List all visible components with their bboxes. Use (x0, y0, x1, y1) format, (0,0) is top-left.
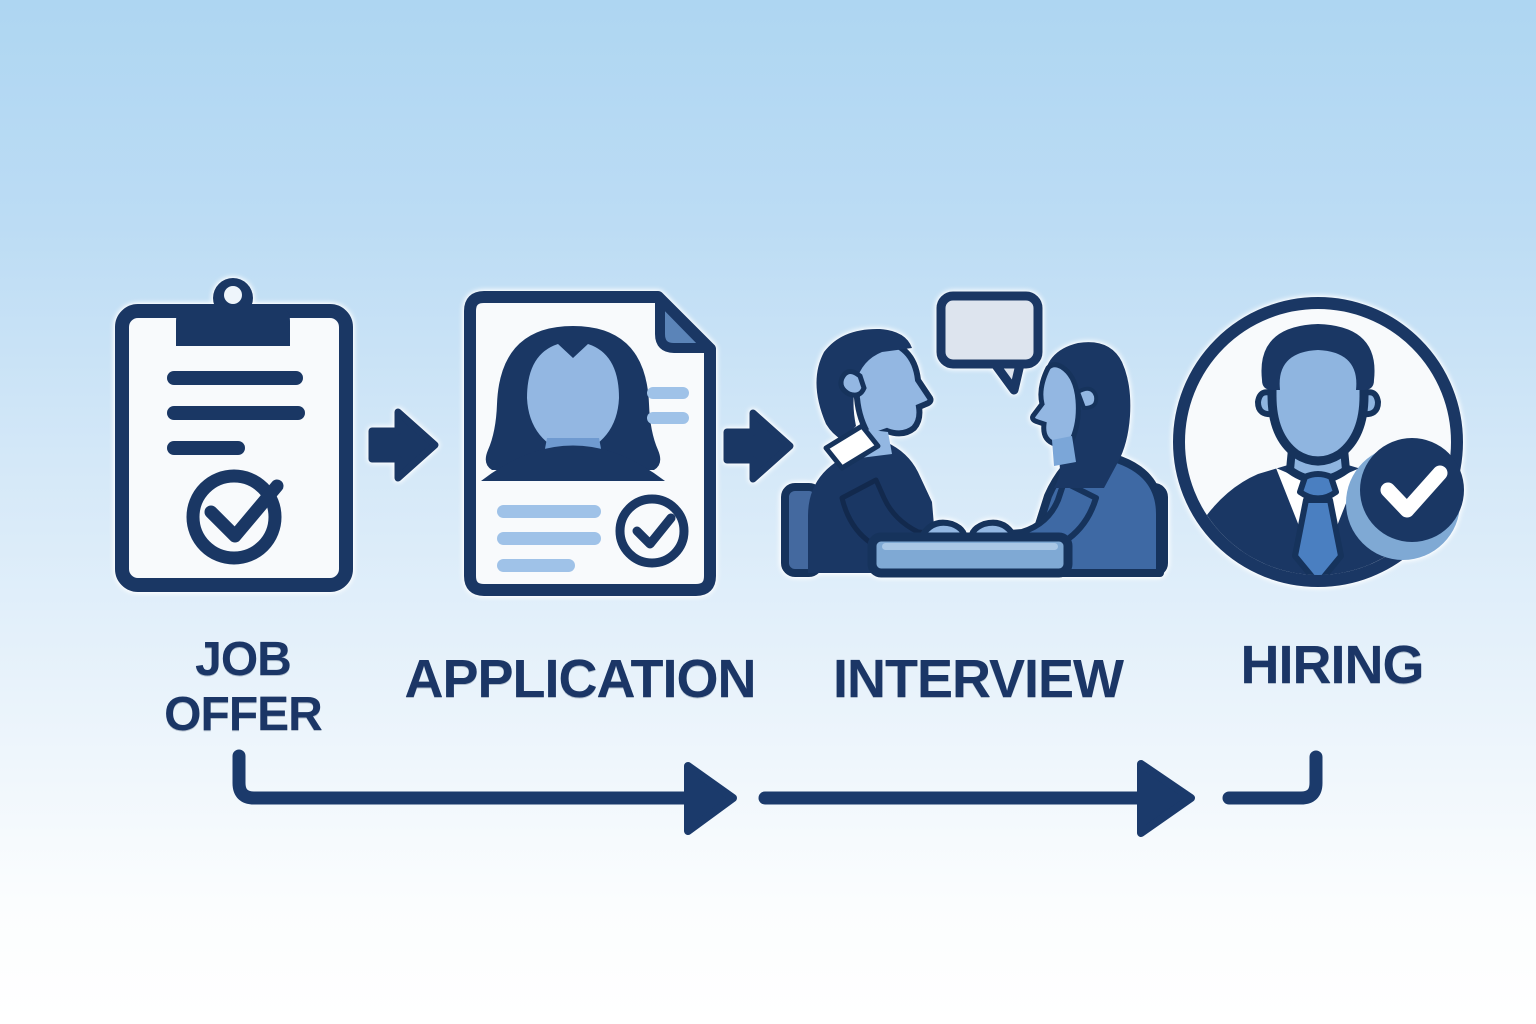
resume-line (497, 559, 575, 572)
clipboard-ring-hole (224, 286, 242, 304)
resume-line-short (647, 412, 689, 424)
speech-bubble-icon (936, 291, 1043, 395)
checkmark-icon (632, 513, 676, 549)
flow-arrowhead-icon (1137, 760, 1195, 837)
interview-conversation-icon (781, 291, 1168, 578)
flow-line-segment (232, 749, 693, 805)
badge-checkmark-icon (1380, 465, 1448, 518)
arrow-right-icon (368, 408, 439, 482)
check-circle (186, 469, 282, 565)
avatar-tie (1292, 497, 1344, 575)
resume-line-short (647, 387, 689, 399)
interviewer-face (852, 338, 934, 441)
resume-line (497, 532, 601, 545)
speech-bubble-body (936, 291, 1043, 369)
step-label-application: APPLICATION (404, 649, 757, 709)
hired-candidate-badge-icon (1173, 297, 1464, 587)
portrait-shoulders (481, 445, 665, 481)
clipboard-text-line (167, 441, 245, 455)
avatar-hair (1261, 324, 1375, 390)
check-badge (1360, 438, 1464, 542)
clipboard-text-line (167, 406, 305, 420)
candidate-figure (968, 342, 1164, 577)
interview-table (867, 532, 1073, 578)
interviewer-collar (823, 423, 881, 471)
flow-arrowhead-icon (684, 762, 737, 835)
clipboard-text-line (167, 371, 303, 385)
portrait-face (527, 344, 619, 456)
arrow-right-icon (723, 409, 794, 483)
resume-document-icon (464, 291, 716, 596)
checkmark-icon (204, 479, 284, 543)
interviewer-ear (838, 369, 867, 398)
step-label-hiring: HIRING (1240, 635, 1425, 695)
folded-corner (655, 294, 713, 353)
check-circle (615, 494, 689, 568)
candidate-neck (1052, 436, 1076, 466)
avatar-tie-knot (1297, 471, 1339, 502)
clipboard-check-icon (115, 278, 353, 592)
flow-connector (232, 749, 1323, 837)
step-label-job-offer: JOB OFFER (164, 633, 323, 742)
clipboard-clip (176, 306, 290, 346)
interviewer-hair (816, 328, 912, 440)
candidate-face (1030, 362, 1081, 447)
table-highlight (882, 543, 1058, 550)
resume-line (497, 505, 601, 518)
step-label-interview: INTERVIEW (832, 649, 1124, 709)
flow-line-segment (1222, 750, 1323, 805)
candidate-ear (1075, 386, 1099, 411)
